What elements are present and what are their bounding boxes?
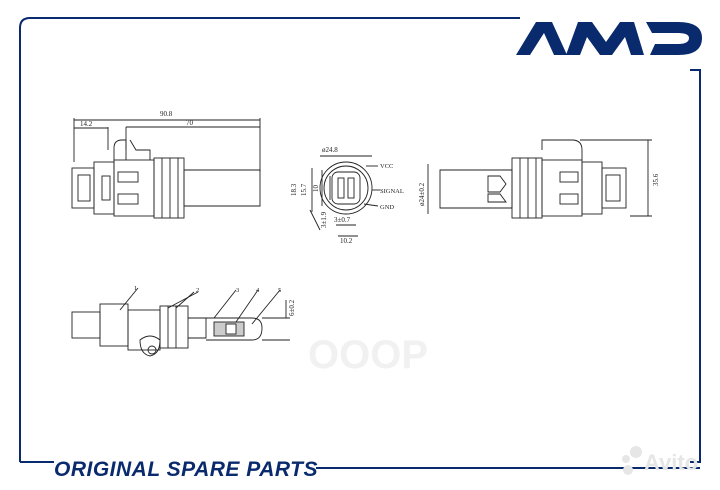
svg-text:Avito: Avito (644, 450, 698, 475)
callout-3: 3 (236, 287, 239, 294)
pin-signal: SIGNAL (380, 188, 404, 195)
dim-front-w2: 10.2 (340, 237, 353, 245)
callout-4: 4 (256, 287, 260, 294)
front-view (309, 155, 380, 237)
callout-1: 1 (134, 285, 137, 292)
dim-front-w1: 3±0.7 (334, 216, 351, 224)
dim-front-h1: 18.3 (290, 183, 298, 196)
callout-5: 5 (278, 287, 281, 294)
dim-section-gap: 6±0.2 (288, 299, 296, 316)
dim-total: 90.8 (160, 110, 173, 118)
watermark-text: ОООР (308, 333, 428, 377)
dim-left: 14.2 (80, 120, 93, 128)
top-view (71, 118, 261, 219)
pin-vcc: VCC (380, 163, 393, 170)
side-view (427, 139, 652, 219)
footer-slogan: ORIGINAL SPARE PARTS (54, 458, 318, 481)
pin-gnd: GND (380, 204, 394, 211)
dim-side-h: 35.6 (652, 173, 660, 186)
avito-logo: Avito (622, 446, 698, 475)
dim-side-dia: ø24±0.2 (418, 182, 426, 206)
dim-front-h4: 3±1.9 (320, 211, 328, 228)
dim-body: 70 (186, 119, 194, 127)
amd-logo (516, 22, 702, 55)
callout-2: 2 (196, 287, 199, 294)
drawing-frame (19, 17, 490, 463)
dim-front-dia: ø24.8 (322, 146, 338, 154)
section-view (71, 287, 290, 357)
dim-front-h3: 10 (312, 185, 320, 193)
dim-front-h2: 15.7 (300, 183, 308, 196)
